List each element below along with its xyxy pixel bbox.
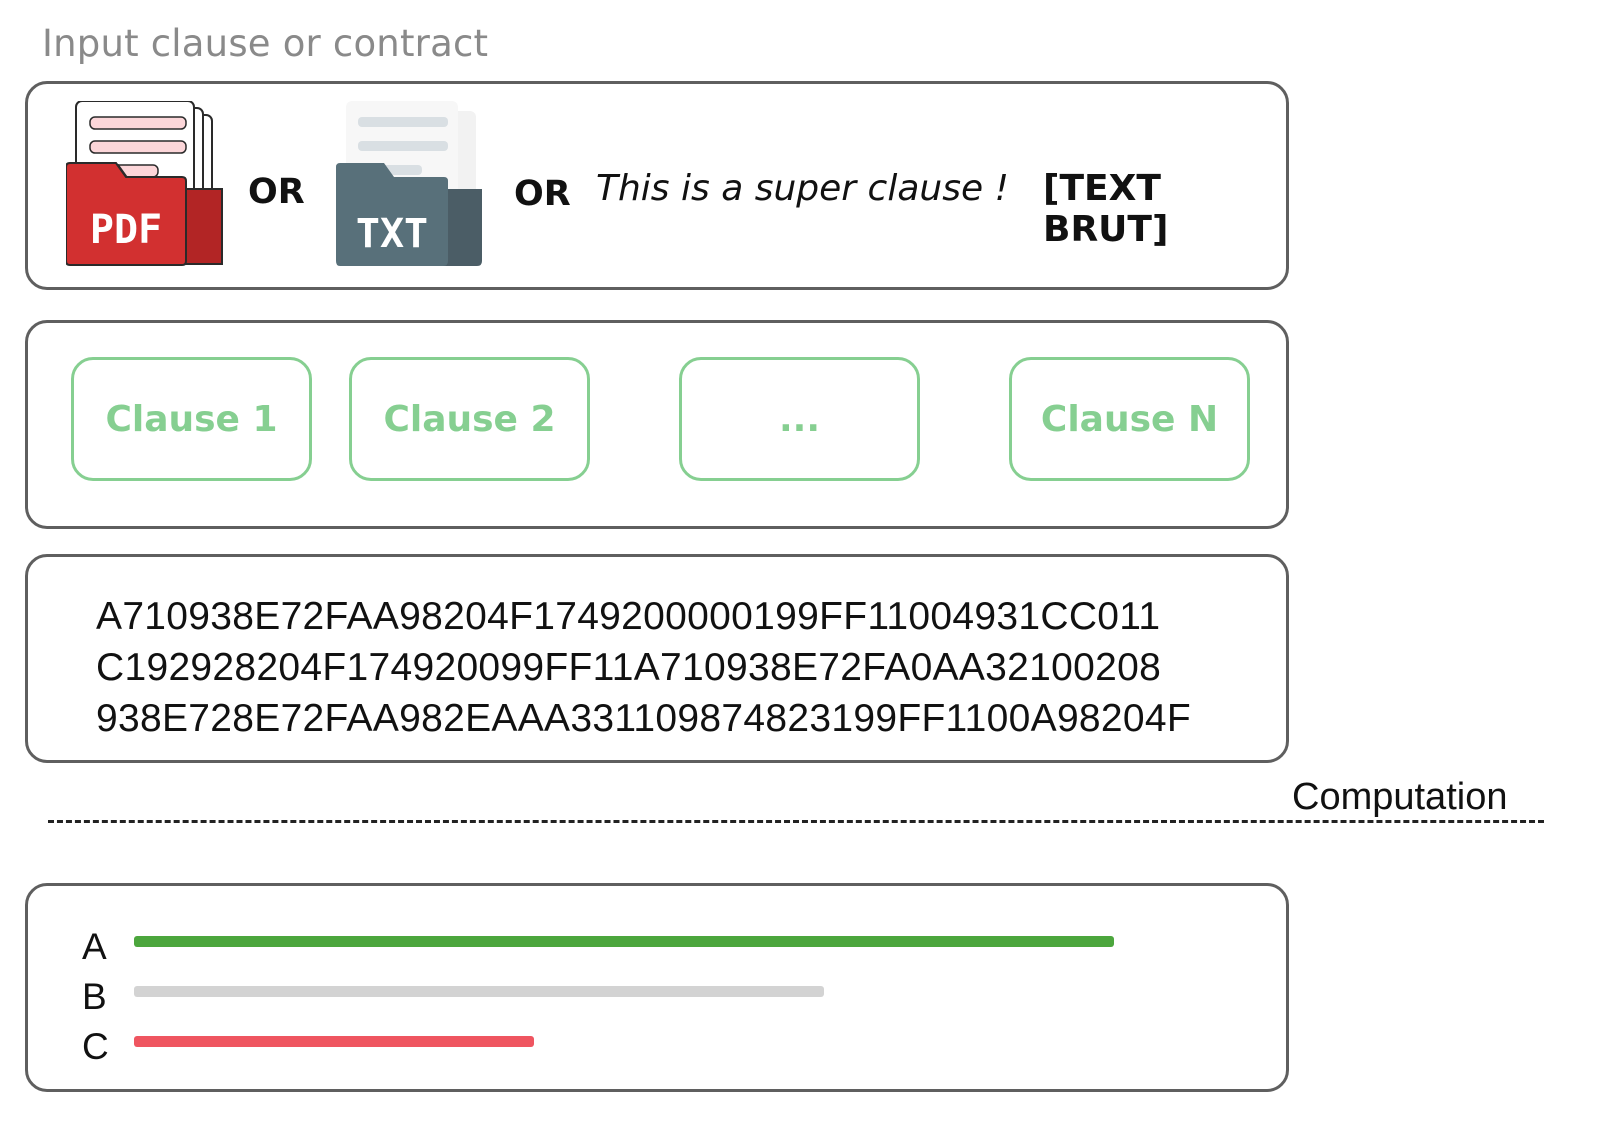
computation-divider (48, 820, 1544, 823)
input-panel: PDF OR TXT OR This is a super clause ! [… (25, 81, 1289, 290)
sample-clause-text[interactable]: This is a super clause ! (596, 168, 1009, 209)
or-separator: OR (248, 172, 305, 212)
page-title: Input clause or contract (42, 22, 489, 65)
results-panel: A B C (25, 883, 1289, 1092)
clause-card[interactable]: Clause 1 (71, 357, 312, 481)
clause-card-ellipsis[interactable]: ... (679, 357, 920, 481)
pdf-icon-text: PDF (90, 207, 162, 253)
computation-label: Computation (1290, 776, 1510, 819)
result-label-b: B (82, 976, 107, 1017)
encoded-line: A710938E72FAA98204F1749200000199FF110049… (96, 595, 1161, 638)
result-label-a: A (82, 926, 107, 967)
result-label-c: C (82, 1026, 109, 1067)
txt-file-icon[interactable]: TXT (336, 101, 486, 267)
raw-text-tag: [TEXT BRUT] (1043, 168, 1169, 250)
result-bar-b (134, 986, 824, 997)
or-separator: OR (514, 174, 571, 214)
txt-icon-text: TXT (356, 211, 428, 257)
encoded-text: A710938E72FAA98204F1749200000199FF110049… (96, 591, 1191, 744)
clauses-panel: Clause 1 Clause 2 ... Clause N (25, 320, 1289, 529)
result-bar-a (134, 936, 1114, 947)
result-bar-c (134, 1036, 534, 1047)
clause-card[interactable]: Clause 2 (349, 357, 590, 481)
encoded-panel: A710938E72FAA98204F1749200000199FF110049… (25, 554, 1289, 763)
pdf-file-icon[interactable]: PDF (66, 101, 228, 267)
encoded-line: C192928204F174920099FF11A710938E72FA0AA3… (96, 646, 1162, 689)
encoded-line: 938E728E72FAA982EAAA331109874823199FF110… (96, 697, 1192, 740)
clause-card[interactable]: Clause N (1009, 357, 1250, 481)
